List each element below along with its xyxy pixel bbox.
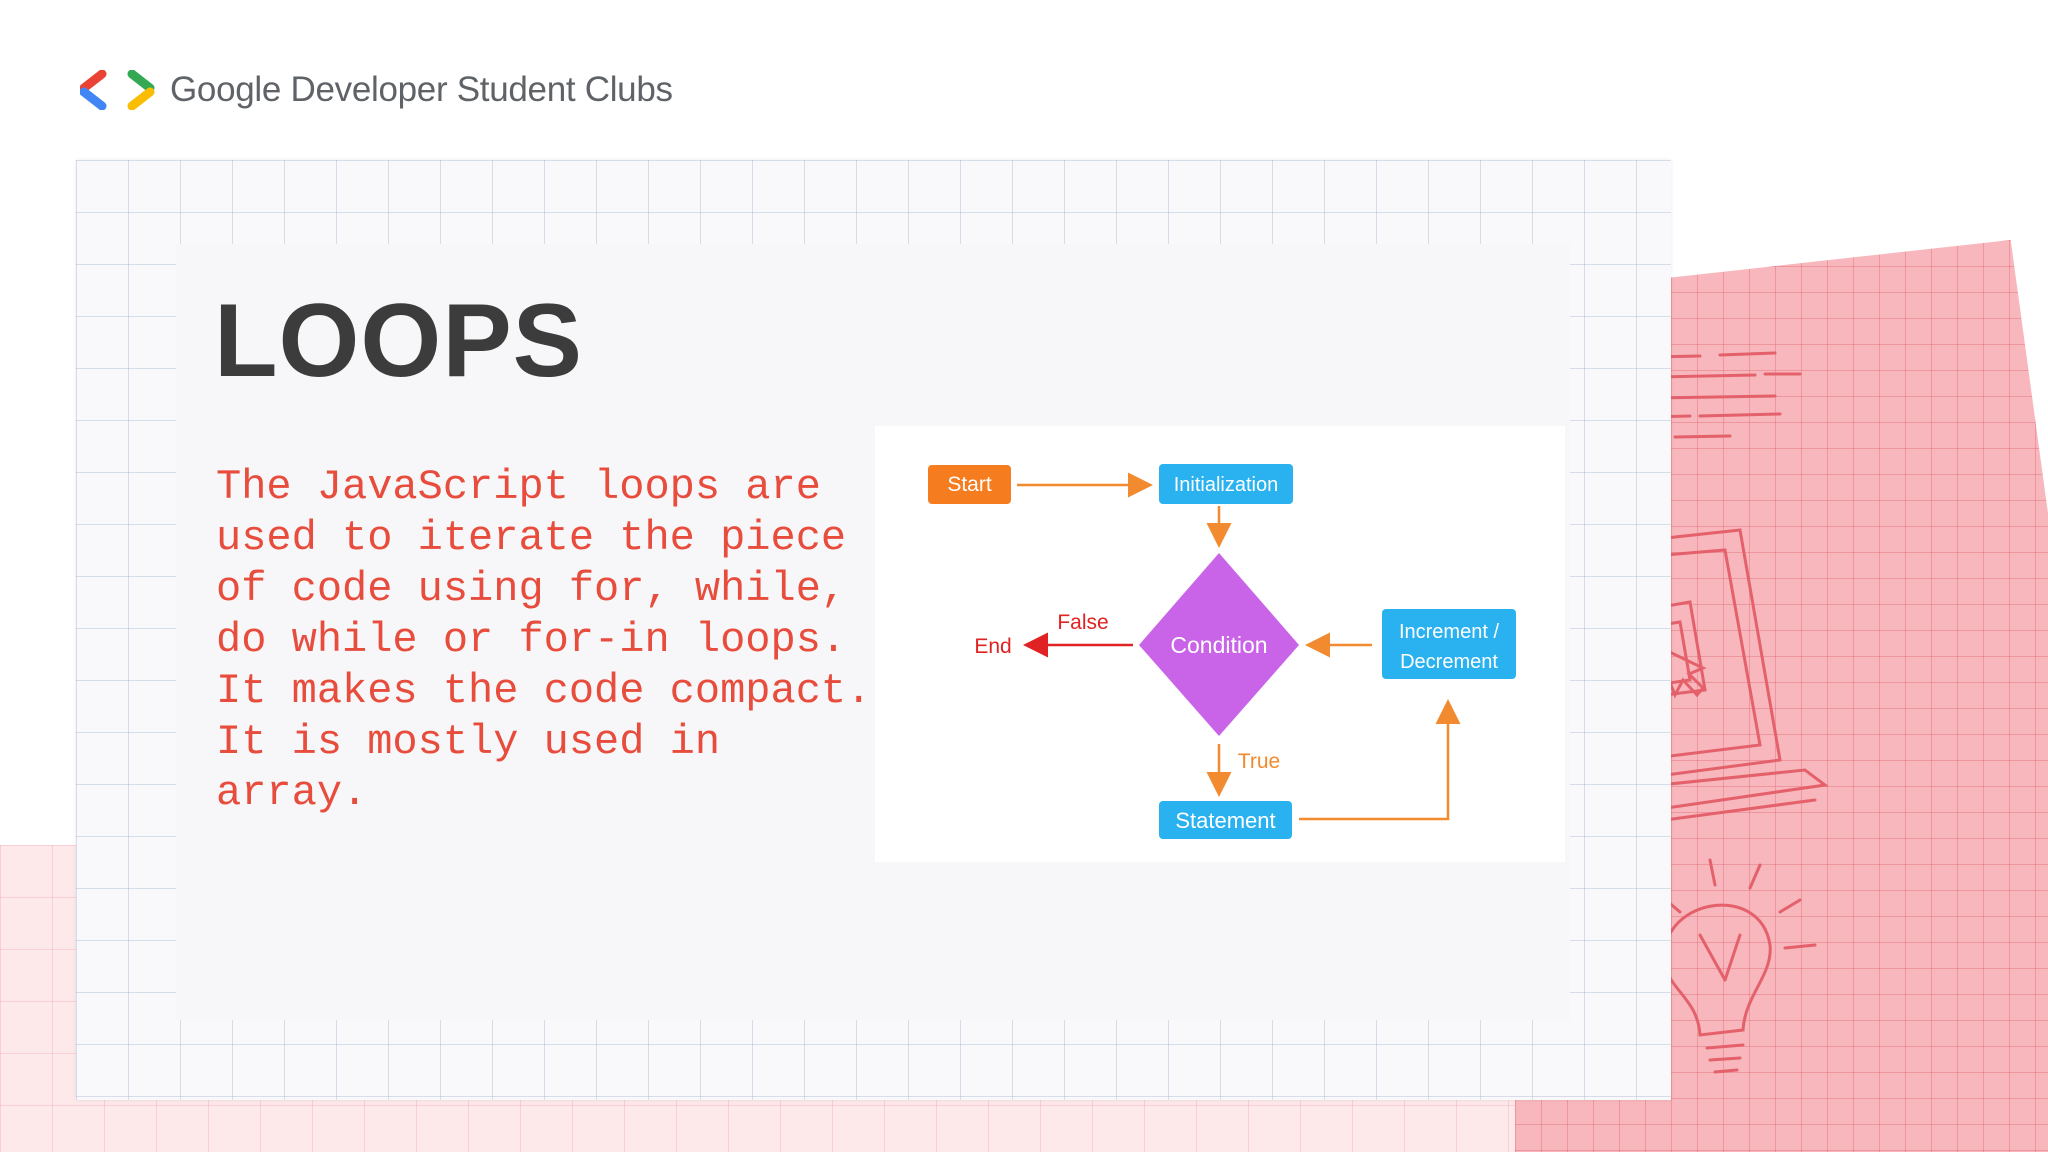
flowchart-true-label: True [1238,750,1280,773]
loop-flowchart-diagram: Start Initialization Condition End False… [875,426,1565,862]
flowchart-initialization-label: Initialization [1174,474,1279,496]
flowchart-condition-diamond [1139,553,1299,736]
slide-title: LOOPS [214,283,584,399]
flowchart-initialization-box [1159,464,1293,504]
flowchart-statement-label: Statement [1175,808,1275,833]
flowchart-increment-label-line2: Decrement [1400,651,1498,673]
flowchart-end-label: End [974,635,1011,658]
flowchart-increment-label-line1: Increment / [1399,621,1499,643]
flowchart-statement-box [1159,801,1292,839]
flowchart-increment-box [1382,609,1516,679]
arrow-statement-to-increment [1299,699,1461,821]
slide-body-text: The JavaScript loops are used to iterate… [216,463,872,817]
flowchart-false-label: False [1057,611,1108,634]
brand-header: Google Developer Student Clubs [80,70,673,110]
brand-name: Google Developer Student Clubs [170,70,673,109]
flowchart-start-label: Start [947,473,992,496]
gdsc-logo-icon [80,70,155,110]
flowchart-start-box [928,465,1011,504]
flowchart-condition-label: Condition [1170,632,1267,658]
